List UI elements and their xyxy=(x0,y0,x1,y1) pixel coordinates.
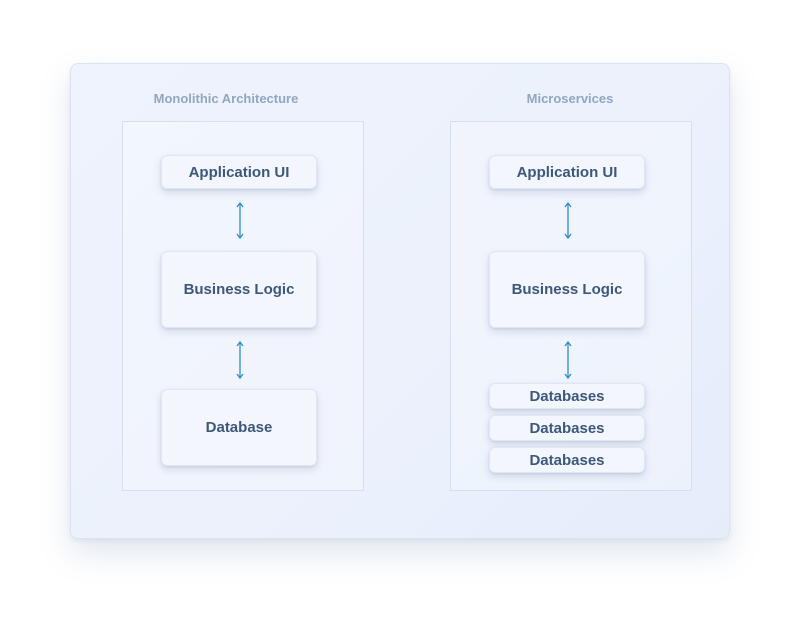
microservices-business-logic-box: Business Logic xyxy=(489,251,645,328)
monolithic-arrow-ui-logic xyxy=(236,201,244,240)
monolithic-business-logic-box: Business Logic xyxy=(161,251,317,328)
architecture-comparison-card: Monolithic Architecture Application UI B… xyxy=(70,63,730,539)
microservices-database-box-1: Databases xyxy=(489,383,645,409)
monolithic-application-ui-box: Application UI xyxy=(161,155,317,189)
microservices-arrow-logic-db xyxy=(564,340,572,380)
monolithic-arrow-logic-db xyxy=(236,340,244,380)
microservices-database-box-2: Databases xyxy=(489,415,645,441)
microservices-application-ui-box: Application UI xyxy=(489,155,645,189)
monolithic-title: Monolithic Architecture xyxy=(153,91,299,106)
microservices-arrow-ui-logic xyxy=(564,201,572,240)
monolithic-database-box: Database xyxy=(161,389,317,466)
microservices-database-box-3: Databases xyxy=(489,447,645,473)
microservices-title: Microservices xyxy=(526,91,614,106)
